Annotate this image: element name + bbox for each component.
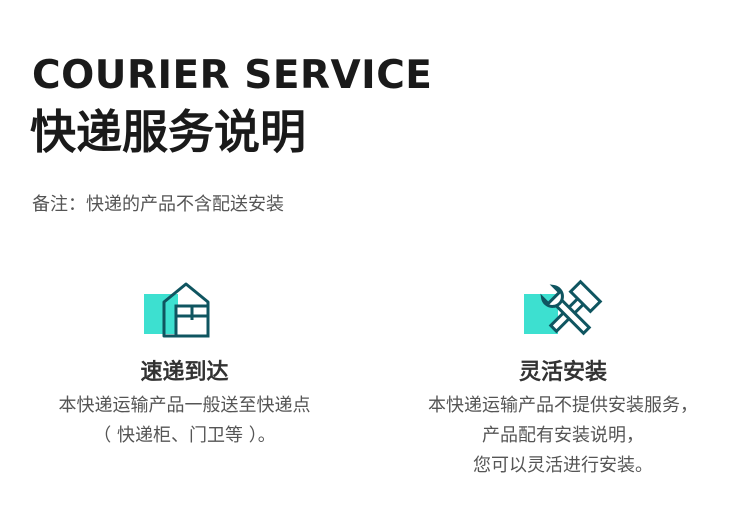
feature-desc-line: 本快递运输产品不提供安装服务， (428, 395, 698, 416)
note-text: 备注：快递的产品不含配送安装 (32, 194, 284, 215)
feature-desc-line: 您可以灵活进行安装。 (473, 455, 653, 476)
page-title-en: COURIER SERVICE (32, 53, 433, 98)
feature-fast-delivery: 速递到达 本快递运输产品一般送至快递点 （ 快递柜、门卫等 ）。 (12, 278, 357, 451)
feature-title: 速递到达 (140, 360, 229, 385)
feature-title: 灵活安装 (518, 360, 607, 385)
feature-desc-line: 本快递运输产品一般送至快递点 (58, 395, 311, 416)
feature-description: 本快递运输产品一般送至快递点 （ 快递柜、门卫等 ）。 (12, 391, 357, 451)
warehouse-box-icon (140, 278, 230, 342)
feature-desc-line: （ 快递柜、门卫等 ）。 (93, 425, 276, 446)
feature-flexible-install: 灵活安装 本快递运输产品不提供安装服务， 产品配有安装说明， 您可以灵活进行安装… (388, 278, 738, 481)
page-title-cn: 快递服务说明 (30, 105, 306, 159)
wrench-hammer-icon (518, 278, 608, 342)
feature-desc-line: 产品配有安装说明， (482, 425, 644, 446)
feature-description: 本快递运输产品不提供安装服务， 产品配有安装说明， 您可以灵活进行安装。 (388, 391, 738, 481)
